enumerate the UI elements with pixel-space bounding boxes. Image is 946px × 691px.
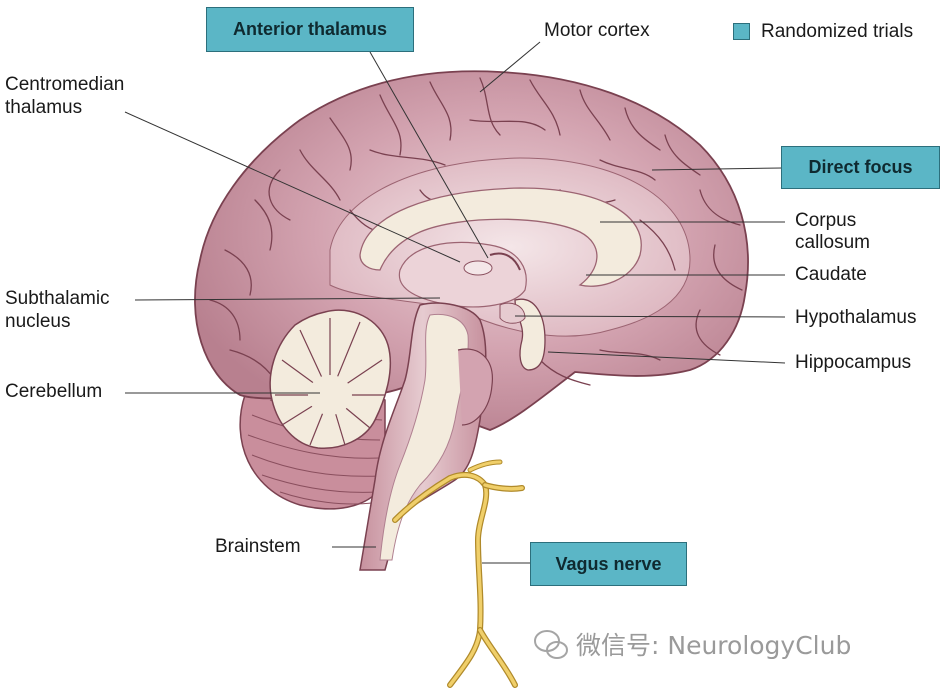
cerebellum-center [308, 375, 352, 415]
brainstem-label: Brainstem [215, 536, 301, 558]
corpus-callosum-label-line1: Corpus [795, 210, 856, 232]
thalamus-nucleus [464, 261, 492, 275]
vagus-nerve-label: Vagus nerve [555, 554, 661, 575]
caudate-label: Caudate [795, 264, 867, 286]
hypothalamus-label: Hypothalamus [795, 307, 916, 329]
centromedian-thalamus-label-line2: thalamus [5, 97, 82, 119]
hippocampus-label: Hippocampus [795, 352, 911, 374]
legend-swatch [733, 23, 750, 40]
anterior-thalamus-box: Anterior thalamus [206, 7, 414, 52]
centromedian-thalamus-label-line1: Centromedian [5, 74, 124, 96]
direct-focus-box: Direct focus [781, 146, 940, 189]
anterior-thalamus-label: Anterior thalamus [233, 19, 387, 40]
corpus-callosum-label-line2: callosum [795, 232, 870, 254]
motor-cortex-label: Motor cortex [544, 20, 650, 42]
subthalamic-nucleus-label-line1: Subthalamic [5, 288, 110, 310]
wechat-icon [535, 631, 567, 658]
vagus-nerve-box: Vagus nerve [530, 542, 687, 586]
cerebellum-label: Cerebellum [5, 381, 102, 403]
legend-label: Randomized trials [761, 21, 913, 43]
subthalamic-nucleus-label-line2: nucleus [5, 311, 71, 333]
direct-focus-label: Direct focus [808, 157, 912, 178]
watermark: 微信号: NeurologyClub [576, 626, 851, 662]
